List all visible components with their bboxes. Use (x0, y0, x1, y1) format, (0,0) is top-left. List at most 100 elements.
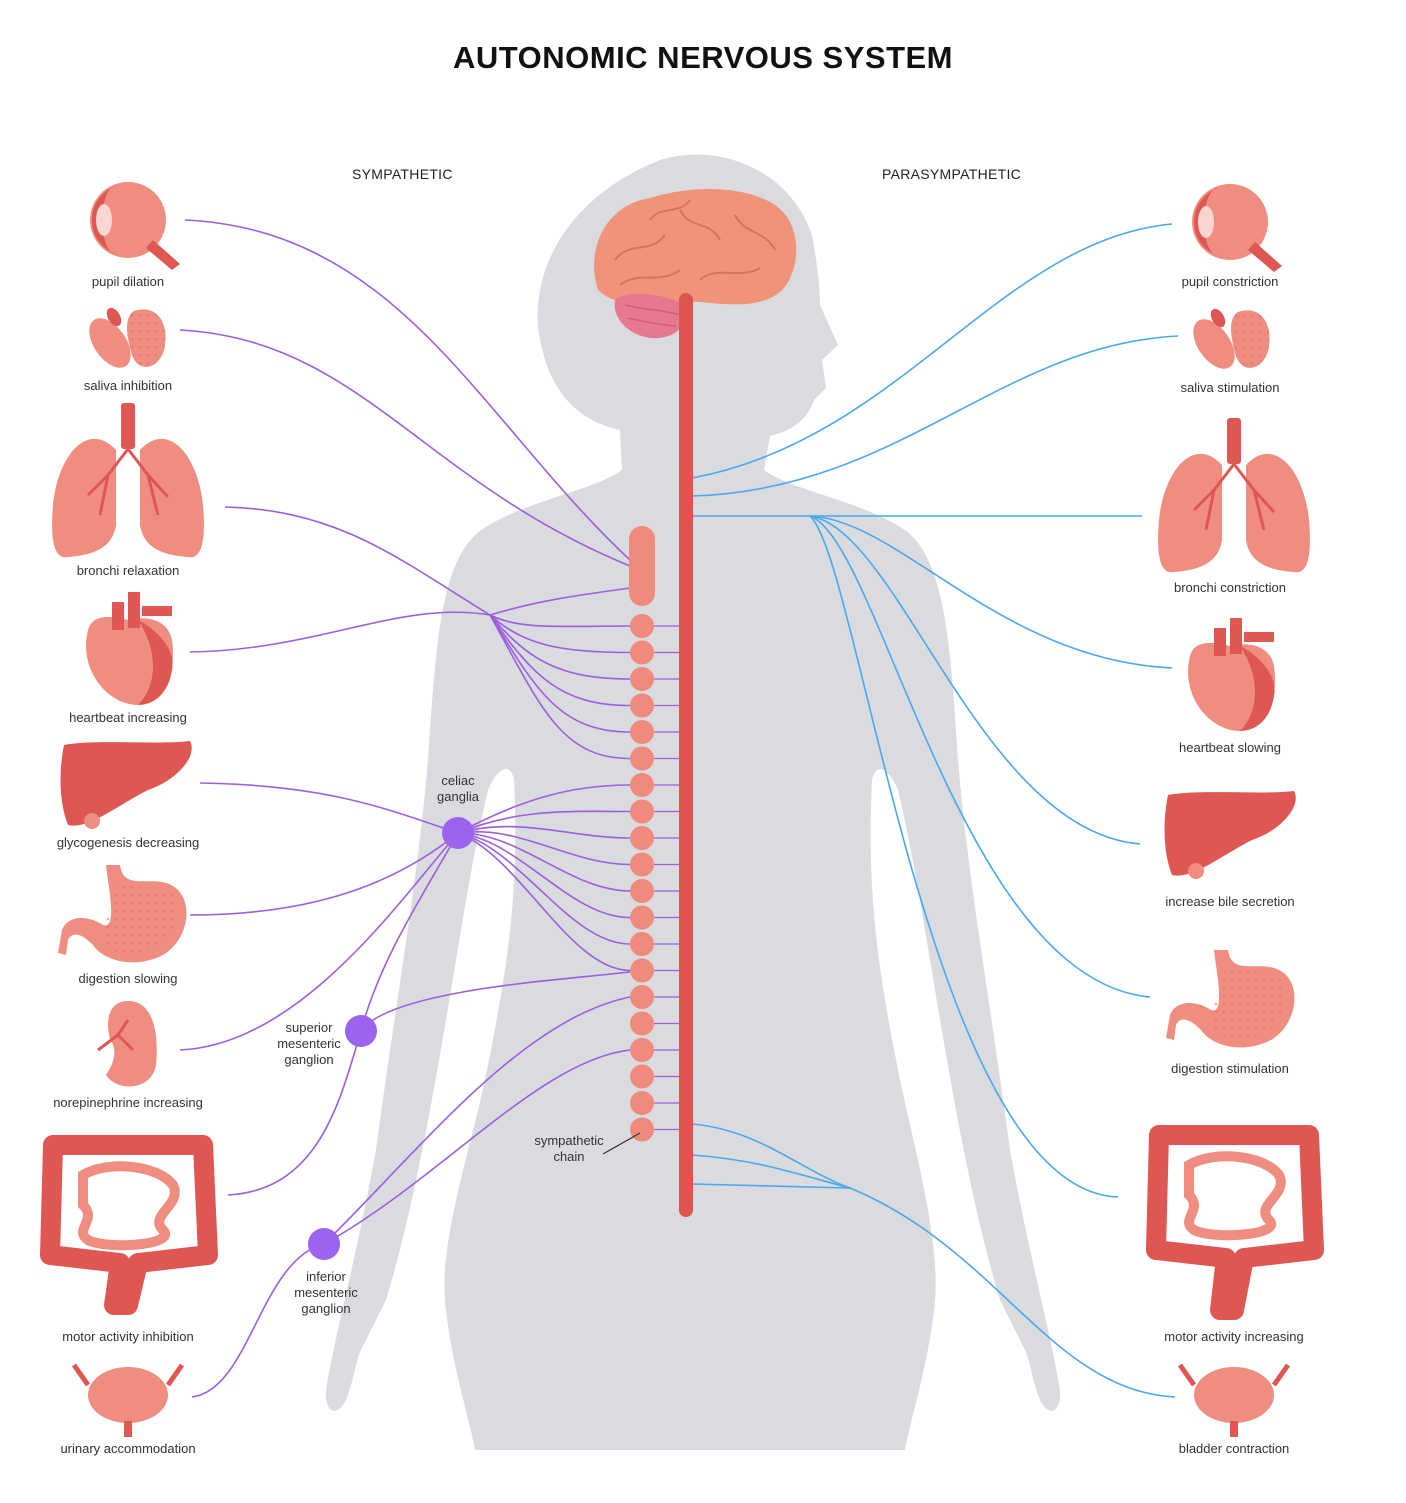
nerve-pelvic-3 (691, 1183, 851, 1189)
nerve-upper-trunk (489, 587, 631, 616)
nerve-thoracic-branch (489, 614, 631, 707)
nerve-celiac-to-superior (360, 832, 459, 1032)
stomach-icon (58, 865, 187, 963)
chain-bead (630, 1117, 654, 1142)
nerve-heart (189, 611, 491, 653)
inferior-mesenteric-ganglion (308, 1228, 340, 1260)
chain-bead (630, 614, 654, 638)
label-pupil-dilation: pupil dilation (91, 274, 165, 289)
chain-bead (630, 905, 654, 930)
page-title: AUTONOMIC NERVOUS SYSTEM (452, 40, 954, 75)
label-motor-activity-increasing: motor activity increasing (1164, 1329, 1304, 1344)
nerve-celiac-branch (457, 784, 631, 834)
nerve-thoracic-branch (489, 614, 631, 733)
nerve-intestine-para (809, 515, 1119, 1198)
nerve-bladder-para (849, 1187, 1176, 1398)
nerve-stomach (189, 832, 459, 916)
nerve-pelvic-2 (691, 1154, 851, 1189)
inferior-mesenteric-ganglion-label: inferior mesenteric ganglion (294, 1269, 358, 1316)
chain-bead (630, 826, 654, 850)
bladder-icon (71, 1363, 185, 1437)
label-saliva-inhibition: saliva inhibition (83, 378, 173, 393)
label-digestion-stimulation: digestion stimulation (1171, 1061, 1289, 1076)
lungs-icon (1158, 418, 1310, 573)
label-bladder-contraction: bladder contraction (1178, 1441, 1290, 1456)
nerve-celiac-branch (457, 832, 631, 919)
sympathetic-chain-label: sympathetic chain (534, 1133, 604, 1164)
nerve-superior-branch (360, 971, 631, 1032)
kidney-icon (97, 1001, 157, 1087)
sympathetic-chain (629, 526, 680, 1142)
nerve-thoracic-branch (489, 614, 631, 760)
label-digestion-slowing: digestion slowing (78, 971, 178, 986)
chain-pointer (602, 1132, 641, 1155)
label-bronchi-constriction: bronchi constriction (1174, 580, 1286, 595)
nerve-thoracic-branch (489, 614, 631, 628)
nerve-heart-para (809, 515, 1173, 669)
label-motor-activity-inhibition: motor activity inhibition (62, 1329, 194, 1344)
chain-bead (630, 1038, 654, 1062)
label-saliva-stimulation: saliva stimulation (1180, 380, 1280, 395)
nerve-saliva-para (691, 335, 1179, 497)
nerve-celiac-branch (457, 832, 631, 972)
chain-bead (630, 879, 654, 903)
chain-bead (630, 1091, 654, 1115)
liver-icon (60, 741, 192, 829)
chain-bead (630, 640, 654, 665)
nerve-thoracic-branch (489, 614, 631, 680)
liver-icon (1164, 791, 1296, 879)
nerve-celiac-branch (457, 832, 631, 945)
intestines-icon (1146, 1125, 1324, 1320)
chain-bead (630, 746, 654, 771)
nerve-kidney (179, 832, 459, 1051)
sympathetic-nerves (179, 219, 631, 1398)
nerve-lungs (224, 506, 491, 616)
chain-bead (630, 958, 654, 983)
nerve-inferior-branch-1 (323, 996, 631, 1245)
nerve-saliva (179, 329, 631, 567)
label-increase-bile-secretion: increase bile secretion (1165, 894, 1295, 909)
celiac-ganglion (442, 817, 474, 849)
eye-icon (1192, 184, 1282, 272)
nerve-inferior-branch-2 (323, 1049, 631, 1245)
chain-bead (630, 693, 654, 718)
nerve-stomach-para (809, 515, 1151, 998)
chain-bead (630, 799, 654, 824)
parasympathetic-nerves (691, 223, 1179, 1398)
nerve-liver-para (809, 515, 1141, 845)
chain-bead (630, 773, 654, 797)
nerve-celiac-branch (457, 832, 631, 892)
chain-bead (630, 1011, 654, 1036)
eye-icon (90, 182, 180, 270)
chain-bead (630, 985, 654, 1009)
superior-mesenteric-ganglion-label: superior mesenteric ganglion (277, 1020, 341, 1067)
chain-bead (630, 667, 654, 691)
nerve-eye-para (691, 223, 1173, 479)
parasympathetic-heading: PARASYMPATHETIC (882, 166, 1022, 182)
nerve-celiac-branch (457, 825, 631, 839)
intestines-icon (40, 1135, 218, 1315)
celiac-ganglia-label: celiac ganglia (437, 773, 479, 804)
heart-icon (86, 592, 173, 705)
chain-bead (630, 852, 654, 877)
chain-bead (630, 932, 654, 956)
chain-bead (630, 1064, 654, 1089)
nerve-intestine (227, 1030, 362, 1196)
stomach-icon (1166, 950, 1295, 1048)
nerve-thoracic-branch (489, 614, 631, 654)
nerve-celiac-branch (457, 830, 631, 866)
label-norepinephrine-increasing: norepinephrine increasing (53, 1095, 203, 1110)
nerve-eye (184, 219, 631, 561)
label-heartbeat-slowing: heartbeat slowing (1179, 740, 1281, 755)
brain-icon (594, 188, 797, 339)
nerve-liver (199, 782, 459, 834)
bladder-icon (1177, 1363, 1291, 1437)
label-pupil-constriction: pupil constriction (1181, 274, 1279, 289)
salivary-gland-icon (1193, 308, 1270, 369)
chain-bead (630, 720, 654, 744)
nerve-pelvic-1 (691, 1123, 851, 1189)
label-bronchi-relaxation: bronchi relaxation (76, 563, 180, 578)
superior-mesenteric-ganglion (345, 1015, 377, 1047)
